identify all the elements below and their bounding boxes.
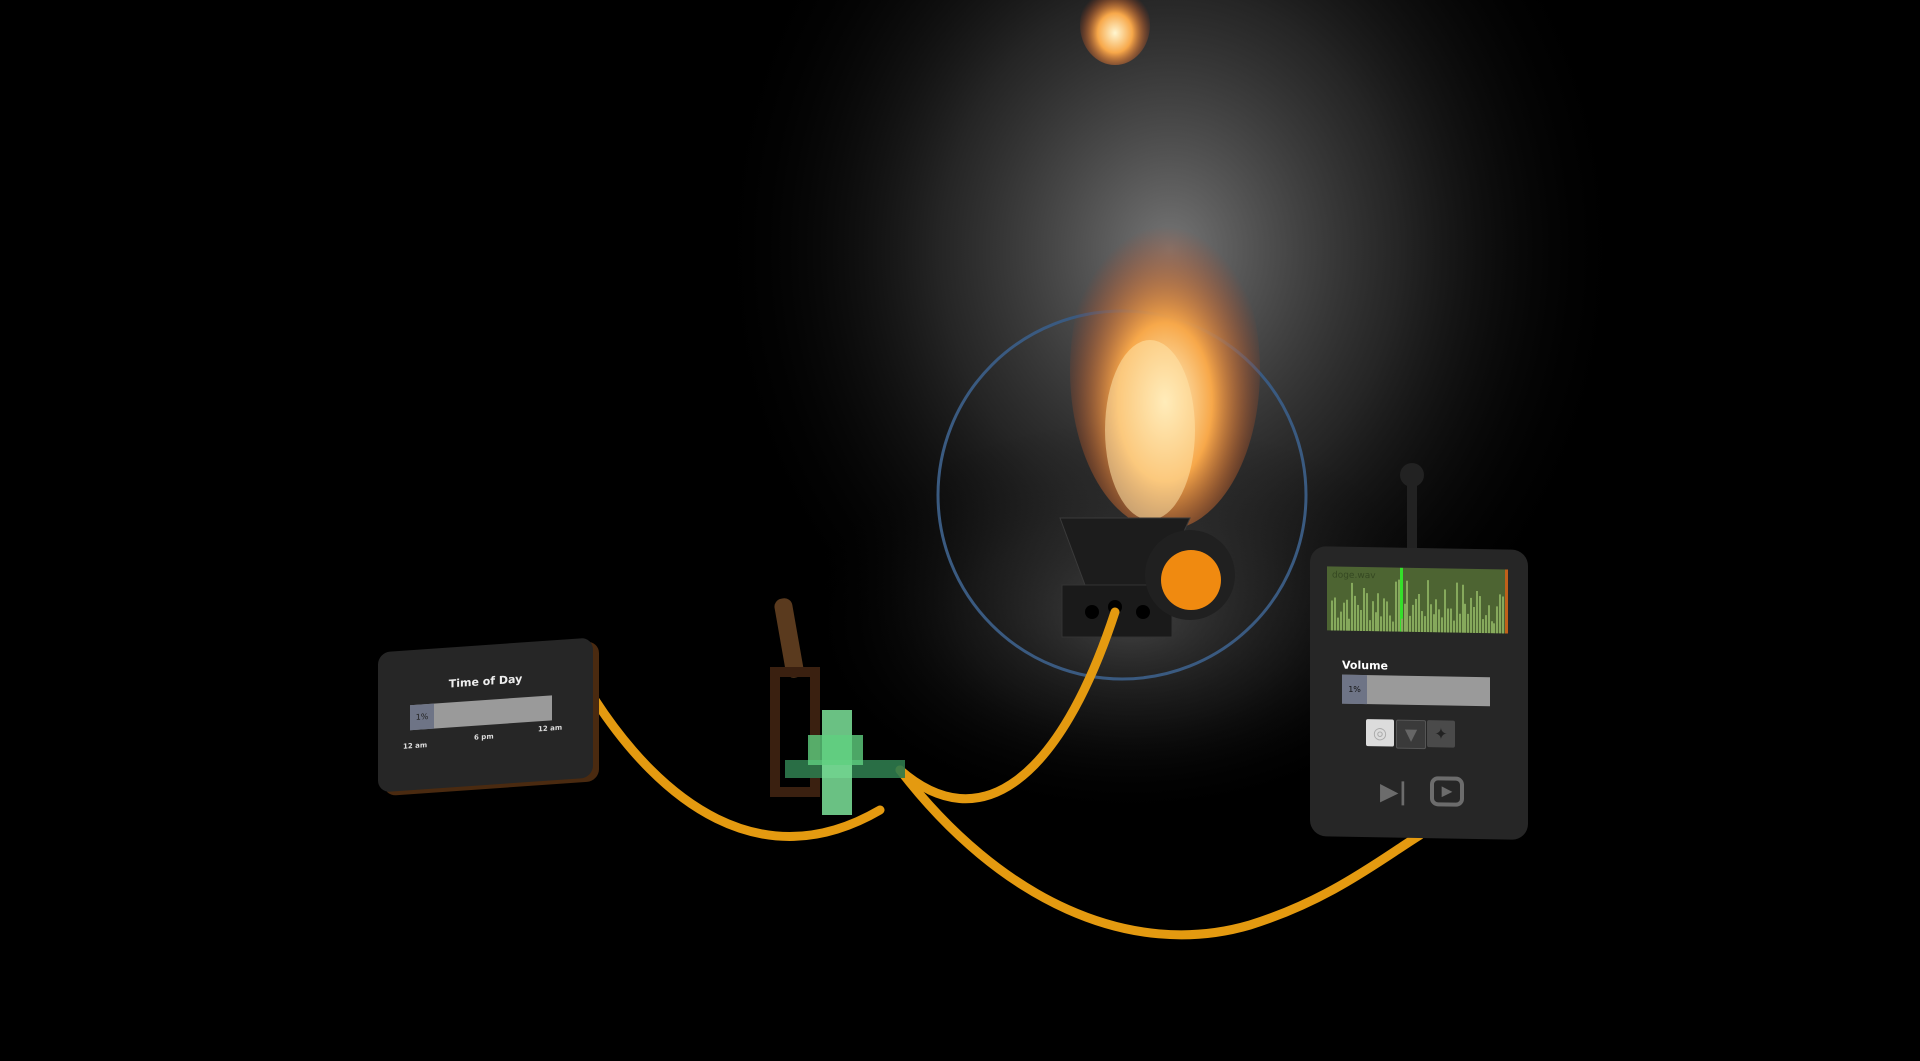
waveform-bar bbox=[1429, 604, 1432, 633]
waveform-bar bbox=[1365, 593, 1368, 632]
waveform-bar bbox=[1493, 623, 1496, 634]
waveform-bar bbox=[1354, 596, 1357, 631]
waveform-bar bbox=[1348, 619, 1351, 631]
waveform-bar bbox=[1487, 604, 1490, 634]
waveform-bar bbox=[1438, 609, 1441, 633]
waveform-bar bbox=[1377, 593, 1380, 632]
waveform-bar bbox=[1464, 603, 1467, 633]
waveform-bar bbox=[1502, 596, 1505, 634]
waveform-bar bbox=[1374, 612, 1377, 632]
skip-next-icon[interactable]: ▶| bbox=[1380, 777, 1408, 806]
waveform-bar bbox=[1336, 617, 1339, 631]
volume-slider-fill: 1% bbox=[1342, 674, 1368, 705]
volume-slider[interactable]: 1% bbox=[1342, 674, 1490, 707]
waveform-bar bbox=[1391, 621, 1394, 632]
waveform-bar bbox=[1420, 611, 1423, 633]
waveform-bar bbox=[1415, 599, 1418, 632]
waveform-bar bbox=[1394, 581, 1397, 632]
tick-label-start: 12 am bbox=[403, 741, 428, 751]
waveform-bar bbox=[1412, 605, 1415, 632]
waveform-bar bbox=[1339, 611, 1342, 631]
waveform-bar bbox=[1499, 594, 1502, 634]
antenna bbox=[1407, 480, 1417, 550]
cables bbox=[590, 607, 1425, 940]
waveform-bar bbox=[1476, 590, 1478, 634]
waveform-bar bbox=[1362, 587, 1365, 632]
waveform-bar bbox=[1368, 619, 1371, 632]
waveform-bar bbox=[1423, 616, 1426, 633]
waveform-bar bbox=[1455, 582, 1458, 633]
waveform-bar bbox=[1441, 617, 1444, 633]
volume-label: Volume bbox=[1342, 658, 1388, 673]
time-of-day-title: Time of Day bbox=[448, 672, 523, 691]
waveform-bar bbox=[1473, 606, 1476, 633]
waveform-bar bbox=[1435, 599, 1438, 633]
waveform-bar bbox=[1449, 608, 1452, 633]
waveform-bar bbox=[1452, 621, 1455, 633]
waveform-bar bbox=[1360, 610, 1362, 632]
waveform-bar bbox=[1397, 579, 1400, 632]
waveform-bar bbox=[1351, 583, 1354, 631]
waveform-bar bbox=[1461, 584, 1464, 633]
waveform-bar bbox=[1403, 603, 1406, 632]
waveform-bar bbox=[1333, 597, 1336, 631]
waveform-bar bbox=[1470, 597, 1473, 633]
waveform-bar bbox=[1484, 615, 1487, 634]
fire-top bbox=[1080, 0, 1150, 65]
waveform-bar bbox=[1478, 595, 1481, 634]
sparkle-icon[interactable]: ✦ bbox=[1427, 720, 1455, 748]
burner[interactable] bbox=[1059, 517, 1235, 638]
waveform-bar bbox=[1432, 613, 1435, 633]
waveform-bar bbox=[1458, 613, 1461, 633]
audio-player-panel: doge.wav Volume 1% ◎ ▼ ✦ ▶| ▶ bbox=[1310, 546, 1528, 840]
waveform-bar bbox=[1444, 589, 1447, 633]
waveform-bar bbox=[1342, 602, 1345, 631]
waveform-bar bbox=[1357, 604, 1360, 631]
waveform-bar bbox=[1383, 598, 1386, 632]
fire-flame-core bbox=[1105, 340, 1195, 520]
burner-indicator bbox=[1161, 550, 1221, 610]
waveform-bar bbox=[1400, 618, 1403, 632]
lever-switch[interactable] bbox=[770, 597, 905, 815]
waveform-bar bbox=[1331, 600, 1333, 631]
waveform-bar bbox=[1467, 614, 1470, 633]
waveform-bar bbox=[1496, 606, 1499, 634]
waveform-bar bbox=[1406, 580, 1409, 632]
audio-file-name: doge.wav bbox=[1332, 570, 1376, 582]
waveform-bar bbox=[1389, 615, 1391, 632]
circle-square-icon[interactable]: ◎ bbox=[1366, 719, 1394, 747]
waveform-bar bbox=[1426, 579, 1429, 633]
waveform-bar bbox=[1380, 616, 1383, 632]
waveform-bar bbox=[1481, 618, 1484, 634]
tick-label-mid: 6 pm bbox=[474, 732, 494, 742]
arrow-down-square-icon[interactable]: ▼ bbox=[1396, 719, 1426, 750]
waveform-bar bbox=[1418, 593, 1420, 633]
loop-play-icon[interactable]: ▶ bbox=[1430, 776, 1464, 807]
time-of-day-slider-fill: 1% bbox=[410, 703, 435, 731]
waveform-display[interactable]: doge.wav bbox=[1327, 566, 1508, 634]
time-of-day-slider[interactable]: 1% bbox=[410, 695, 552, 731]
waveform-bar bbox=[1345, 599, 1348, 631]
waveform-bar bbox=[1409, 615, 1412, 632]
waveform-bar bbox=[1386, 601, 1389, 632]
time-of-day-panel: Time of Day 1% 12 am 6 pm 12 am bbox=[378, 637, 593, 793]
waveform-bar bbox=[1371, 600, 1374, 632]
waveform-bar bbox=[1490, 621, 1493, 634]
tick-label-end: 12 am bbox=[538, 723, 563, 734]
waveform-bar bbox=[1447, 608, 1449, 633]
antenna-knob bbox=[1400, 463, 1424, 487]
